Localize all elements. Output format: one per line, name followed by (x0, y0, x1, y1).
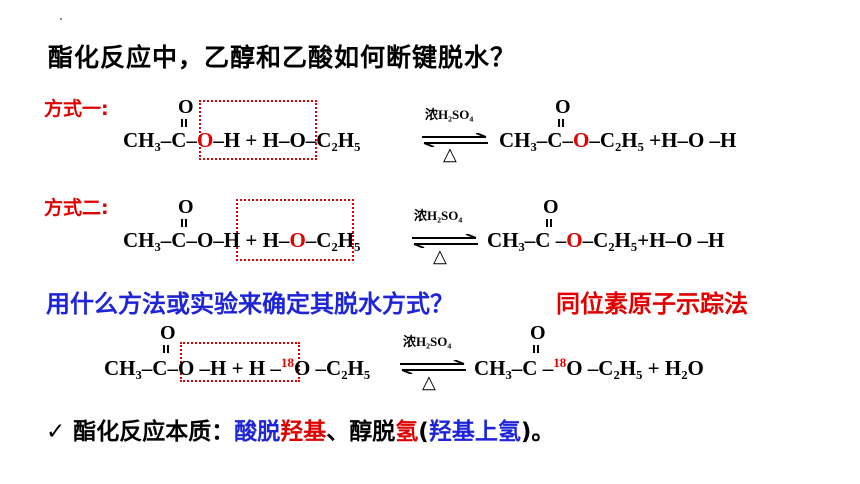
equation-3-left: CH₃–C–O –H + H –18O –C₂H₅ (104, 355, 370, 381)
eq1-right-b: –C₂H₅ +H–O –H (589, 128, 737, 152)
summary-part2: 酸脱 (234, 419, 281, 445)
eq1-left-o: O (196, 128, 214, 152)
equation-2-left: CH₃–C–O–H + H–O–C₂H₅ (123, 228, 360, 253)
carbonyl-o-2r: O (543, 196, 559, 218)
summary-part3: 羟基 (280, 419, 327, 445)
eq2-left-o: O (289, 228, 306, 252)
double-bond-1l (181, 119, 187, 127)
eq3-left-a: CH₃–C–O –H + H – (104, 356, 281, 380)
condition-reagent-3: 浓H₂SO₄ (403, 334, 452, 349)
question-heading: 酯化反应中，乙醇和乙酸如何断键脱水？ (48, 43, 517, 72)
summary-part8: )。 (520, 419, 555, 445)
carbonyl-o-1r: O (555, 96, 571, 118)
method2-label: 方式二: (44, 197, 109, 219)
eq2-left-b: –C₂H₅ (305, 228, 361, 252)
double-bond-2r (546, 219, 552, 227)
equation-2-right: CH₃–C –O–C₂H₅+H–O –H (487, 228, 724, 253)
heat-symbol-1: △ (443, 144, 457, 164)
carbonyl-o-1l: O (178, 96, 194, 118)
eq1-right-o: O (572, 128, 590, 152)
eq2-right-o: O (566, 228, 583, 252)
equilibrium-arrow-2 (412, 234, 478, 248)
eq1-left-a: CH₃–C– (123, 128, 197, 152)
double-bond-3r (533, 345, 539, 353)
eq1-left-b: –H + H–O–C₂H₅ (213, 128, 361, 152)
eq3-iso-left: 18 (280, 355, 294, 370)
double-bond-1r (558, 119, 564, 127)
equation-1-right: CH₃–C–O–C₂H₅ +H–O –H (499, 128, 736, 153)
double-bond-2l (181, 219, 187, 227)
summary-part5: 氢 (395, 419, 419, 445)
double-bond-3l (163, 345, 169, 353)
bond-break-box-1 (199, 100, 317, 160)
equilibrium-arrow-3 (400, 360, 466, 374)
eq1-right-a: CH₃–C– (499, 128, 573, 152)
equation-3-right: CH₃–C –18O –C₂H₅ + H₂O (474, 355, 704, 381)
method1-label: 方式一: (44, 98, 109, 120)
carbonyl-o-2l: O (178, 196, 194, 218)
heat-symbol-3: △ (422, 372, 436, 392)
summary-part1: 酯化反应本质： (73, 419, 235, 445)
condition-reagent-2: 浓H₂SO₄ (414, 208, 463, 223)
eq2-right-a: CH₃–C – (487, 228, 567, 252)
summary-part7: 羟基上氢 (428, 419, 521, 445)
heat-symbol-2: △ (433, 246, 447, 266)
dot (60, 18, 62, 20)
bond-break-box-2 (236, 199, 354, 261)
isotope-tracer-answer: 同位素原子示踪法 (556, 290, 748, 318)
eq3-right-a: CH₃–C – (474, 356, 554, 380)
summary-part4: 、醇脱 (326, 419, 396, 445)
check-icon: ✓ (46, 419, 66, 445)
equilibrium-arrow-1 (422, 133, 488, 147)
eq3-left-b: O –C₂H₅ (293, 356, 371, 380)
bond-break-box-3 (180, 342, 300, 382)
eq3-iso-right: 18 (553, 355, 567, 370)
eq3-right-b: O –C₂H₅ + H₂O (566, 356, 704, 380)
summary-line: ✓ 酯化反应本质：酸脱羟基、醇脱氢(羟基上氢)。 (46, 412, 554, 446)
carbonyl-o-3r: O (530, 322, 546, 344)
condition-reagent-1: 浓H₂SO₄ (425, 107, 474, 122)
equation-1-left: CH₃–C–O–H + H–O–C₂H₅ (123, 128, 360, 153)
method-question: 用什么方法或实验来确定其脱水方式？ (46, 290, 454, 318)
eq2-left-a: CH₃–C–O–H + H– (123, 228, 290, 252)
eq2-right-b: –C₂H₅+H–O –H (582, 228, 725, 252)
summary-part6: ( (418, 419, 429, 445)
carbonyl-o-3l: O (160, 322, 176, 344)
